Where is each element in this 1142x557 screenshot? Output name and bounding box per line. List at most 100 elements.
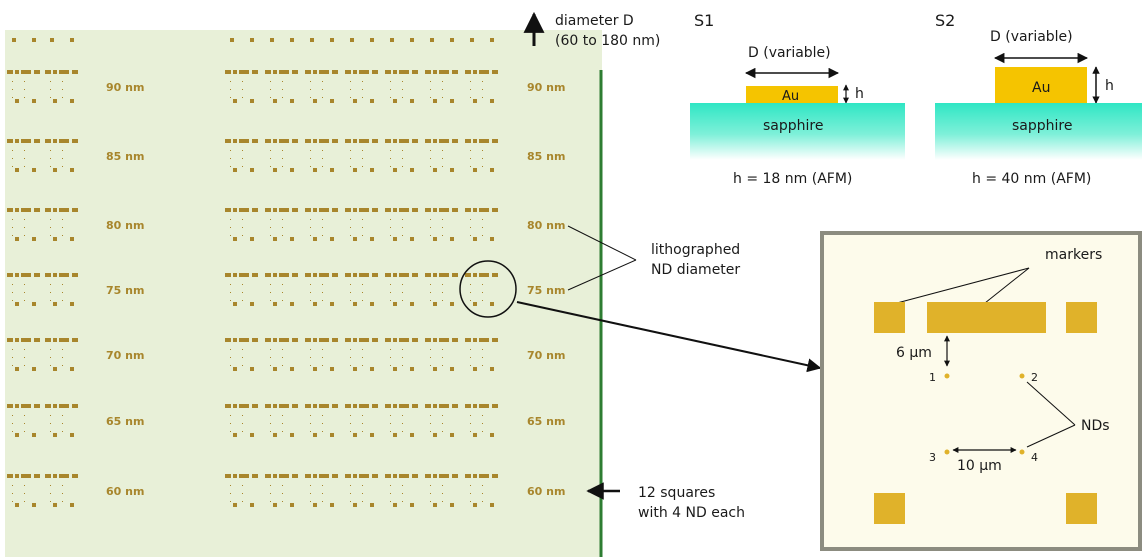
marker-bar xyxy=(439,338,449,342)
s1-sapphire xyxy=(690,103,905,160)
marker-bar xyxy=(21,139,31,143)
row-label-right: 85 nm xyxy=(527,150,565,163)
marker-square xyxy=(34,70,40,74)
nd-dot xyxy=(402,227,403,228)
nd-dot xyxy=(430,284,431,285)
nd-dot xyxy=(62,365,63,366)
marker-square xyxy=(72,338,78,342)
nd-dot xyxy=(282,219,283,220)
marker-square xyxy=(273,404,277,408)
nd-dot xyxy=(322,292,323,293)
nd-dot xyxy=(470,89,471,90)
marker-square xyxy=(32,367,36,371)
marker-square xyxy=(32,433,36,437)
nd-dot xyxy=(402,415,403,416)
nd-dot xyxy=(470,227,471,228)
nd-dot xyxy=(270,166,271,167)
marker-square xyxy=(492,70,498,74)
inset-zoom: markers 6 µm 1 2 3 4 10 µm NDs xyxy=(820,231,1142,551)
marker-square xyxy=(433,168,437,172)
marker-square xyxy=(225,70,231,74)
marker-square xyxy=(70,367,74,371)
marker-bar xyxy=(399,338,409,342)
marker-square xyxy=(250,367,254,371)
litho-label-line1: lithographed xyxy=(651,242,740,258)
nd-dot xyxy=(430,365,431,366)
marker-square xyxy=(452,208,458,212)
marker-square xyxy=(330,433,334,437)
marker-square xyxy=(370,237,374,241)
nd-dot xyxy=(350,97,351,98)
nd-dot xyxy=(12,284,13,285)
nd-dot xyxy=(470,431,471,432)
marker-square xyxy=(412,139,418,143)
marker-square xyxy=(452,338,458,342)
nd-dot xyxy=(310,415,311,416)
nd-dot xyxy=(62,431,63,432)
s2-sapphire xyxy=(935,103,1142,160)
nd-dot xyxy=(470,284,471,285)
marker-square xyxy=(353,338,357,342)
marker-square xyxy=(273,302,277,306)
nd-dot xyxy=(350,431,351,432)
marker-square xyxy=(292,139,298,143)
marker-square xyxy=(313,70,317,74)
marker-bar xyxy=(319,70,329,74)
marker-square xyxy=(492,404,498,408)
marker-square xyxy=(15,99,19,103)
marker-square xyxy=(433,302,437,306)
marker-square xyxy=(305,208,311,212)
nd-dot xyxy=(350,158,351,159)
marker-square xyxy=(330,38,334,42)
marker-bar xyxy=(359,404,369,408)
nd-dot xyxy=(242,431,243,432)
marker-square xyxy=(430,38,434,42)
marker-square xyxy=(273,237,277,241)
nd-dot xyxy=(350,485,351,486)
nd-dot xyxy=(282,97,283,98)
marker-square xyxy=(412,273,418,277)
nd-dot xyxy=(24,219,25,220)
marker-square xyxy=(492,273,498,277)
nd-dot xyxy=(50,89,51,90)
diameter-annotation: diameter D (60 to 180 nm) xyxy=(523,11,660,49)
marker-square xyxy=(490,302,494,306)
nd-dot xyxy=(322,81,323,82)
nd-dot xyxy=(470,300,471,301)
nd-dot xyxy=(12,219,13,220)
nd-dot xyxy=(310,431,311,432)
nd-dot xyxy=(322,485,323,486)
marker-square xyxy=(433,237,437,241)
nd-dot xyxy=(390,423,391,424)
nd-dot xyxy=(230,235,231,236)
marker-bar xyxy=(479,273,489,277)
marker-bar xyxy=(21,404,31,408)
s2-d-label: D (variable) xyxy=(990,29,1073,45)
nd-dot xyxy=(50,227,51,228)
nd-dot xyxy=(62,493,63,494)
nd-dot xyxy=(230,501,231,502)
marker-square xyxy=(273,503,277,507)
nd-dot xyxy=(470,357,471,358)
nd-dot xyxy=(230,357,231,358)
marker-bar xyxy=(59,273,69,277)
marker-square xyxy=(450,168,454,172)
nd-dot xyxy=(24,423,25,424)
marker-square xyxy=(353,273,357,277)
nd-dot xyxy=(282,81,283,82)
nd-dot xyxy=(402,97,403,98)
marker-square xyxy=(45,70,51,74)
nd-dot xyxy=(442,493,443,494)
marker-square xyxy=(70,237,74,241)
marker-square xyxy=(233,237,237,241)
nd-dot xyxy=(430,235,431,236)
marker-square xyxy=(473,139,477,143)
nd-dot xyxy=(402,235,403,236)
nd-dot xyxy=(470,365,471,366)
marker-square xyxy=(53,338,57,342)
marker-square xyxy=(465,273,471,277)
marker-square xyxy=(473,302,477,306)
marker-square xyxy=(225,273,231,277)
marker-bar xyxy=(359,273,369,277)
nd-dot xyxy=(282,227,283,228)
